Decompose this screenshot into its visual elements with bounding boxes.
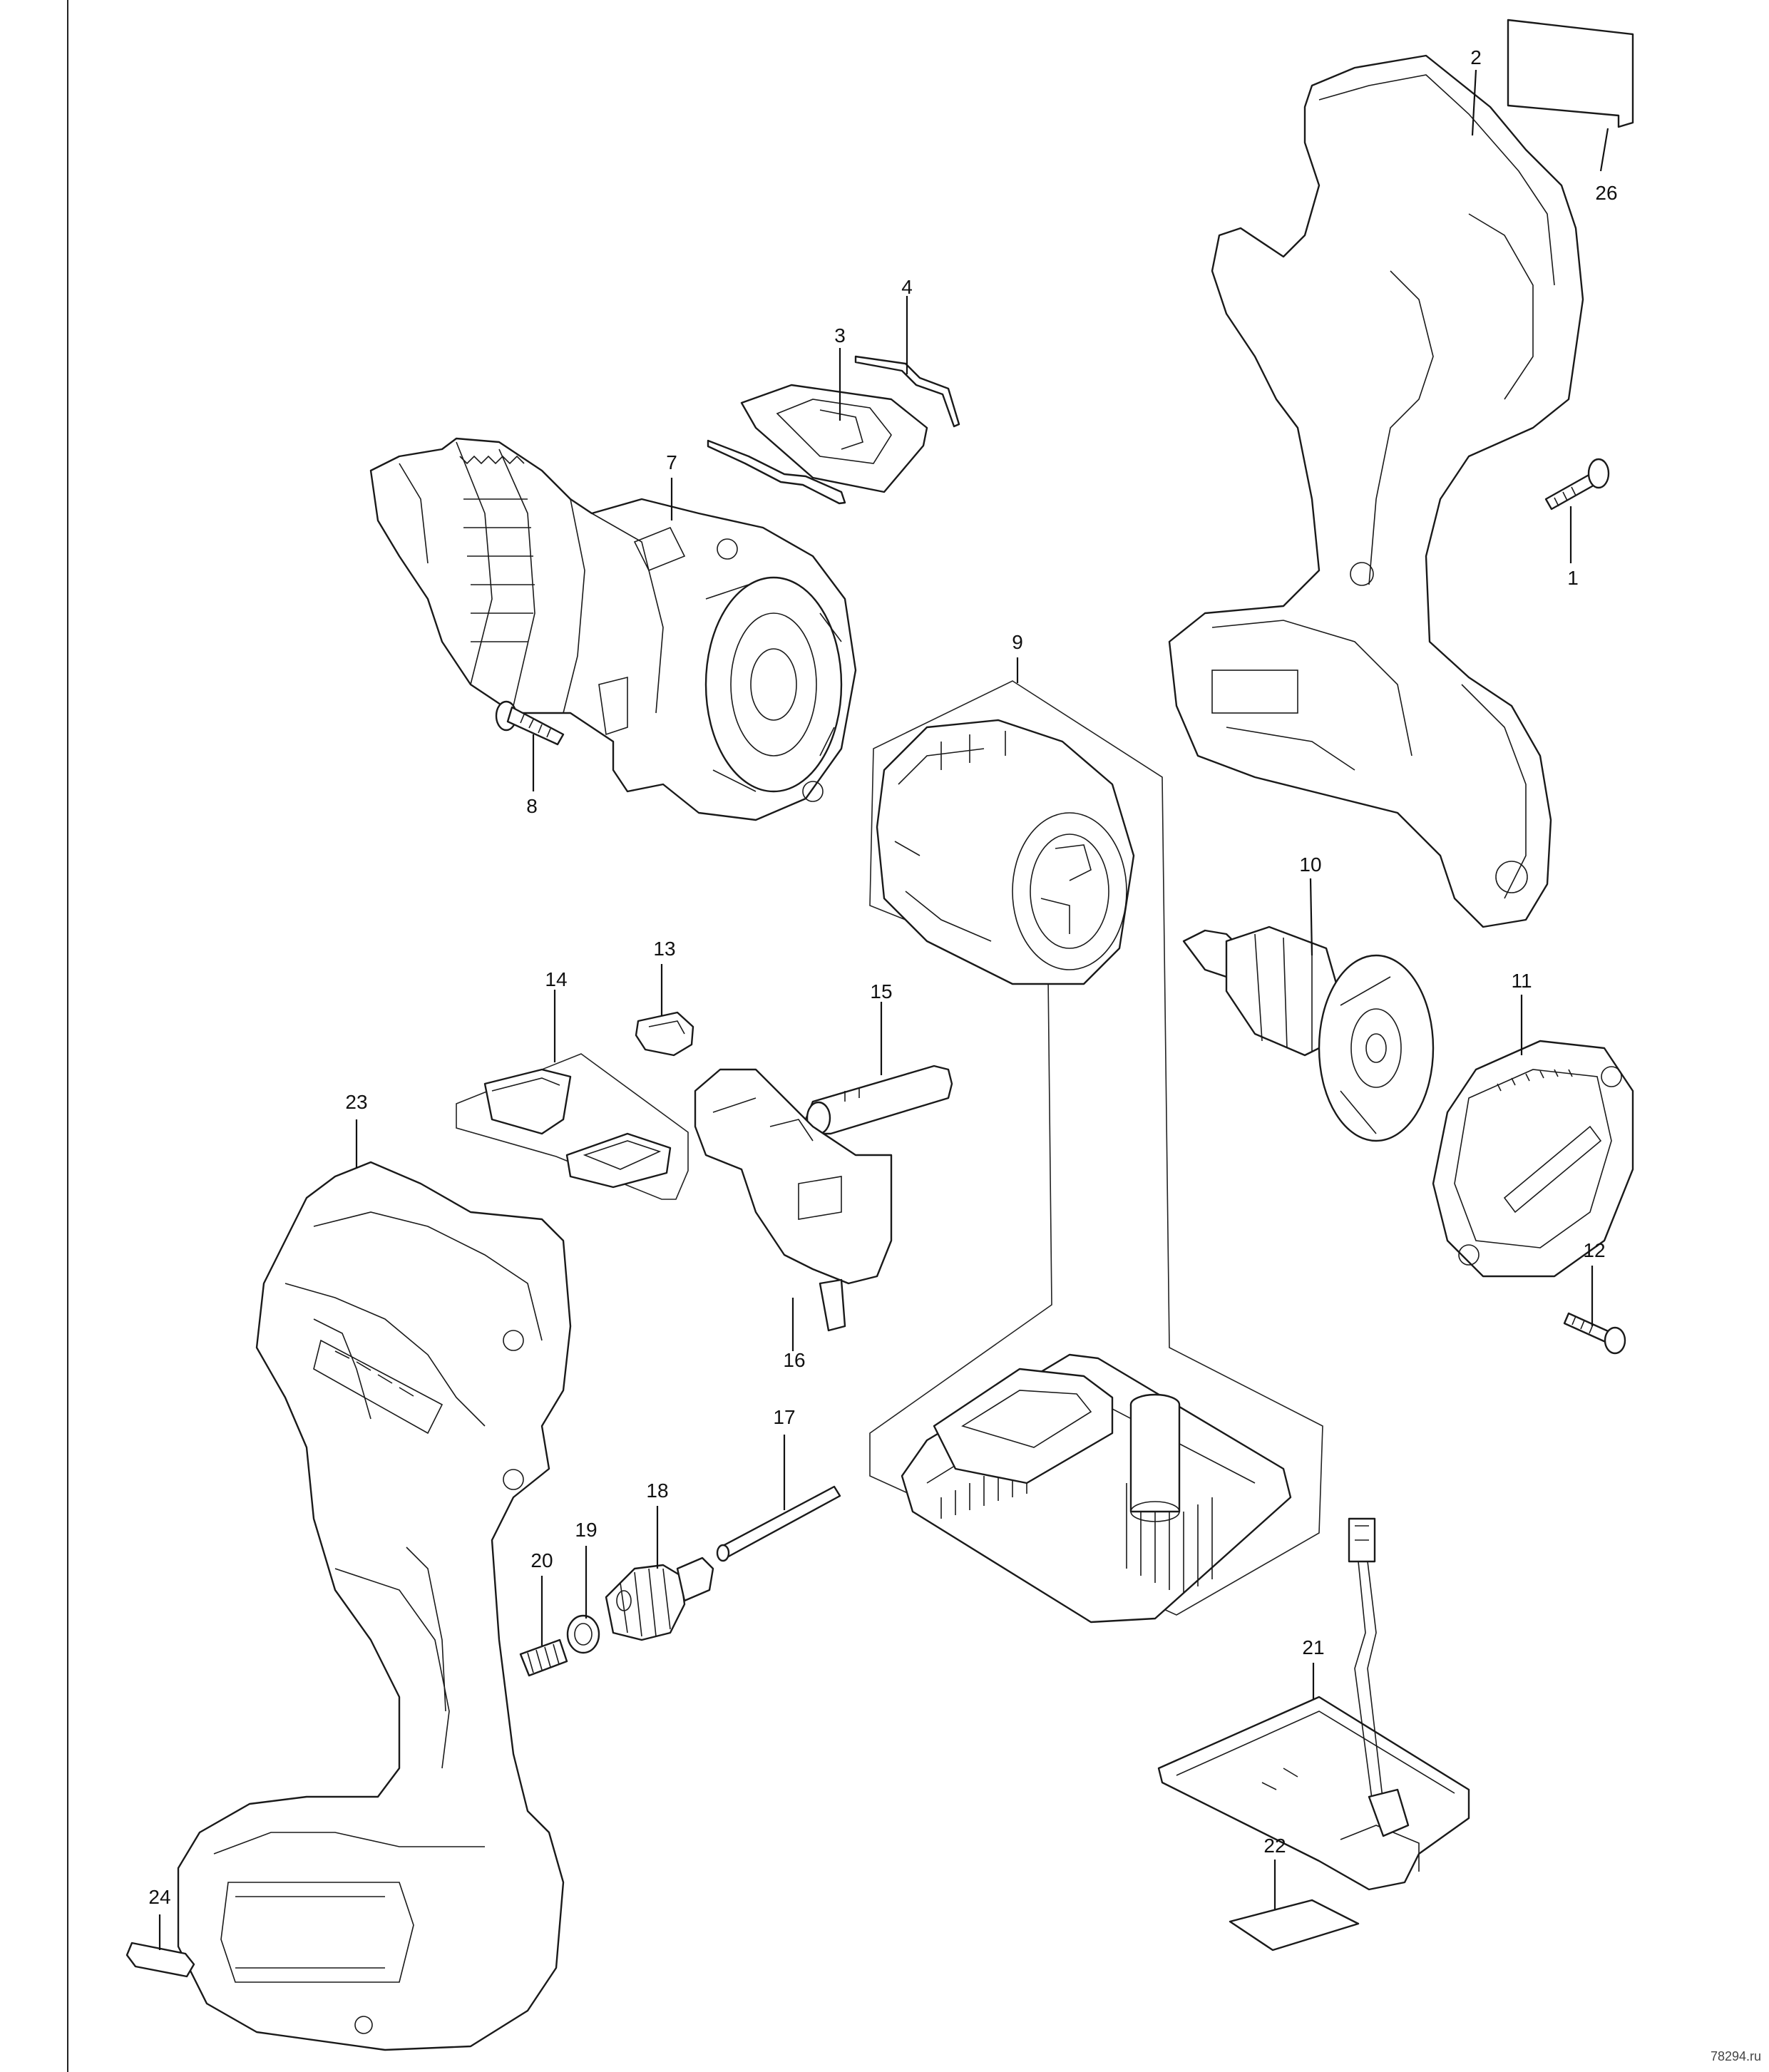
part-label-11: 11 <box>1511 970 1532 992</box>
part-23-housing-left <box>177 1161 572 2051</box>
part-9-stator <box>869 680 1323 1616</box>
part-label-26: 26 <box>1595 182 1617 204</box>
part-label-1: 1 <box>1567 567 1579 589</box>
part-17-pin <box>716 1485 841 1562</box>
part-label-12: 12 <box>1583 1239 1605 1261</box>
part-label-24: 24 <box>148 1886 170 1908</box>
part-label-18: 18 <box>646 1479 668 1502</box>
leader-lines <box>158 69 1609 1950</box>
part-label-23: 23 <box>345 1091 367 1113</box>
part-21-base-plate <box>1157 1517 1470 1891</box>
part-7-gear-assembly <box>369 437 857 821</box>
part-13-cap <box>635 1011 694 1057</box>
part-12-screw <box>1563 1312 1626 1355</box>
part-3-switch-plate <box>740 384 928 493</box>
part-label-19: 19 <box>575 1519 597 1541</box>
part-24-label <box>125 1942 195 1978</box>
part-16-switch <box>694 1068 893 1332</box>
part-label-9: 9 <box>1012 631 1023 653</box>
part-label-3: 3 <box>834 324 846 347</box>
part-label-16: 16 <box>783 1349 805 1371</box>
part-20-spring <box>519 1638 568 1677</box>
part-label-2: 2 <box>1470 46 1482 68</box>
part-label-13: 13 <box>653 938 675 960</box>
part-labels: 2 26 4 3 7 1 9 8 10 13 14 15 11 23 12 16… <box>148 46 1617 1908</box>
part-11-rear-cover <box>1432 1040 1634 1278</box>
part-18-knob <box>605 1556 714 1641</box>
part-15-rod <box>804 1065 953 1135</box>
part-label-14: 14 <box>545 968 567 990</box>
part-label-15: 15 <box>870 980 892 1002</box>
watermark: 78294.ru <box>1711 2049 1761 2063</box>
part-label-21: 21 <box>1302 1636 1324 1658</box>
part-8-screw <box>495 700 565 746</box>
part-14-pads <box>456 1053 689 1200</box>
part-26-label-plate <box>1507 19 1634 128</box>
part-10-rotor <box>1182 925 1435 1142</box>
part-21-controller <box>901 1353 1292 1624</box>
part-label-8: 8 <box>526 795 538 817</box>
part-2-housing-right <box>1168 54 1584 928</box>
part-label-20: 20 <box>530 1549 553 1571</box>
part-label-22: 22 <box>1263 1835 1286 1857</box>
part-19-ring <box>566 1614 600 1654</box>
part-label-17: 17 <box>773 1406 795 1428</box>
part-label-10: 10 <box>1299 853 1321 876</box>
part-1-screw <box>1544 458 1610 511</box>
part-22-label <box>1229 1899 1360 1952</box>
part-label-7: 7 <box>666 451 677 473</box>
part-label-4: 4 <box>901 276 913 298</box>
